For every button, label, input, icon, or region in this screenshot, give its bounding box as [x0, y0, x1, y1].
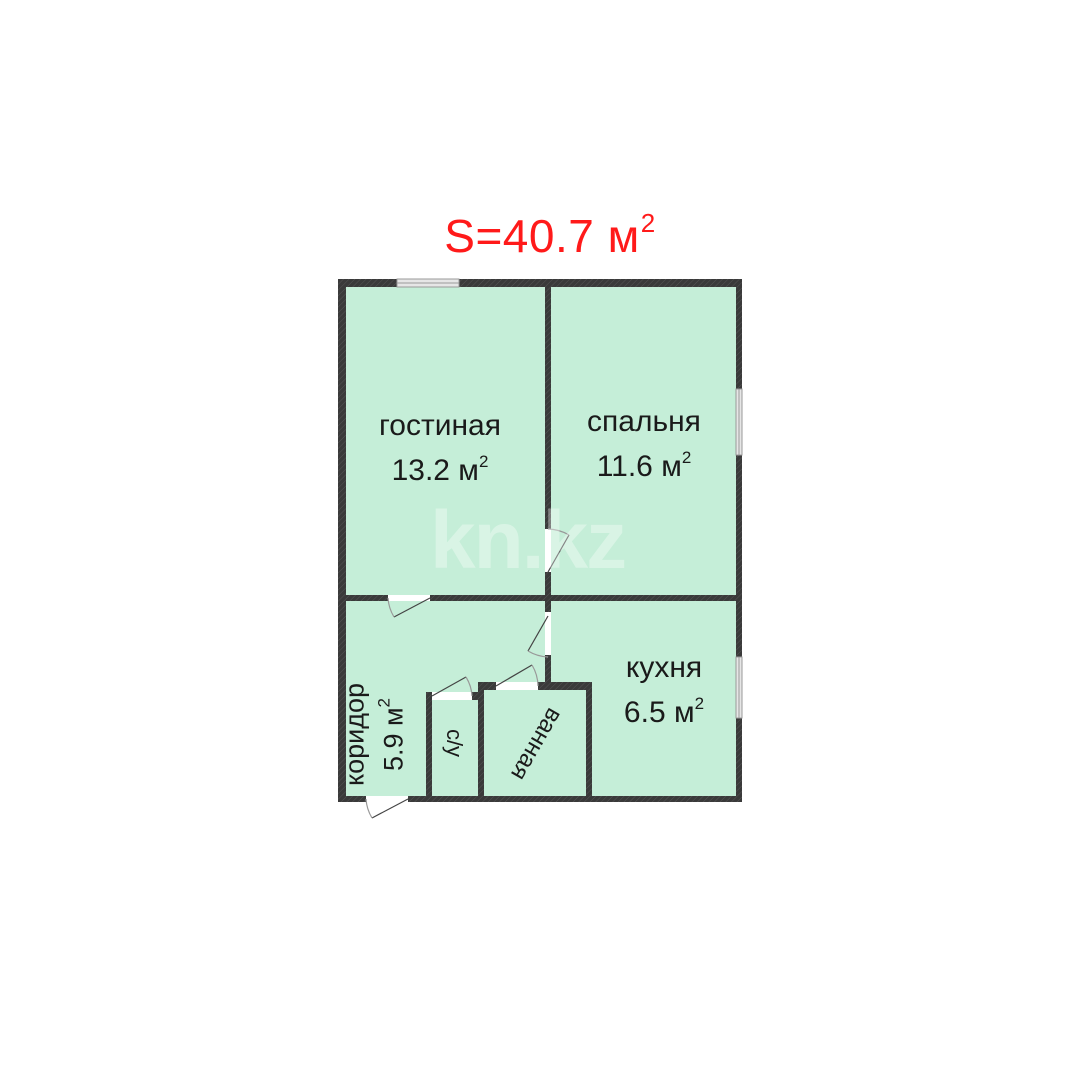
room-kitchen-label: кухня 6.5 м2: [592, 650, 736, 731]
door-kitchen[interactable]: [527, 612, 551, 658]
room-name: спальня: [587, 405, 701, 438]
room-living-fill[interactable]: [342, 283, 548, 598]
window-kitchen: [735, 656, 743, 719]
door-bath[interactable]: [495, 664, 539, 690]
room-bedroom-fill[interactable]: [548, 283, 740, 598]
room-name: кухня: [625, 651, 703, 684]
door-bedroom[interactable]: [545, 528, 570, 573]
total-area-text: S=40.7 м: [444, 210, 640, 262]
watermark: kn.kz: [430, 495, 627, 586]
walls: [338, 279, 742, 802]
room-area: 13.2 м2: [391, 452, 489, 487]
room-area: 6.5 м2: [623, 694, 705, 729]
total-area-sup: 2: [640, 208, 656, 238]
total-area-title: S=40.7 м2: [0, 208, 1080, 263]
room-name: с/у: [442, 728, 467, 758]
door-wc[interactable]: [431, 676, 473, 700]
door-living[interactable]: [387, 595, 431, 618]
room-area: 11.6 м2: [596, 448, 692, 483]
room-bedroom-label: спальня 11.6 м2: [548, 404, 740, 485]
room-name: гостиная: [379, 409, 501, 442]
room-living-label: гостиная 13.2 м2: [342, 408, 538, 489]
window-bedroom: [735, 388, 743, 456]
room-bath-fill[interactable]: [482, 686, 589, 800]
window-top: [396, 278, 460, 288]
door-entrance[interactable]: [365, 796, 409, 819]
room-name: коридор: [339, 682, 370, 787]
room-area: 5.9 м2: [374, 697, 409, 772]
room-wc-fill[interactable]: [430, 696, 482, 800]
room-wc-label: с/у: [441, 715, 467, 771]
room-corridor-label: коридор 5.9 м2: [340, 665, 409, 805]
